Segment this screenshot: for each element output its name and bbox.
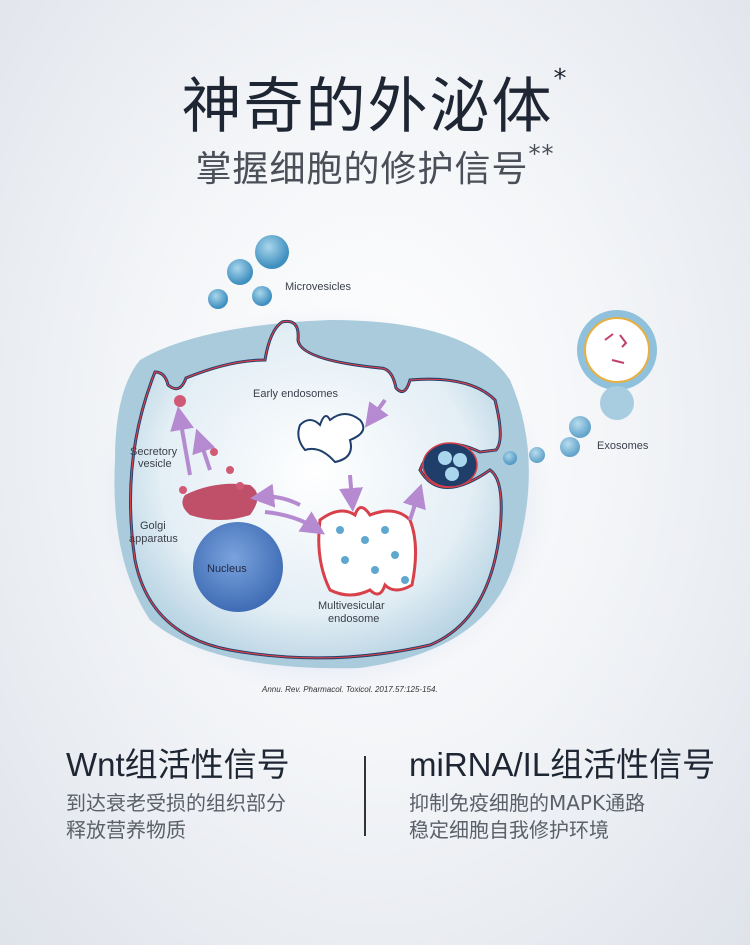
exosome-cell-diagram: Microvesicles Early endosomes Secretory … — [95, 235, 657, 690]
nucleus — [193, 522, 283, 612]
exosomes — [503, 416, 591, 465]
mve-vesicles — [336, 526, 409, 584]
feature-mirna: miRNA/IL组活性信号 抑制免疫细胞的MAPK通路 稳定细胞自我修护环境 — [409, 738, 715, 844]
label-golgi: Golgi — [140, 520, 166, 532]
label-apparatus: apparatus — [129, 533, 178, 545]
label-secretory: Secretory — [130, 446, 178, 458]
page-subtitle: 掌握细胞的修护信号** — [0, 140, 750, 192]
label-multivesicular: Multivesicular — [318, 600, 385, 612]
column-divider — [364, 756, 366, 836]
feature-line: 释放营养物质 — [66, 818, 186, 842]
mvb-fusing — [422, 442, 478, 488]
multivesicular-endosome — [317, 506, 418, 597]
transport-arrows — [170, 398, 426, 535]
label-exosomes: Exosomes — [597, 440, 649, 452]
title-text: 神奇的外泌体 — [181, 72, 554, 142]
feature-line: 抑制免疫细胞的MAPK通路 — [409, 791, 646, 815]
label-vesicle: vesicle — [138, 458, 172, 470]
title-footnote-mark: * — [553, 64, 569, 94]
subtitle-footnote-mark: ** — [528, 140, 555, 168]
feature-wnt: Wnt组活性信号 到达衰老受损的组织部分 释放营养物质 — [66, 738, 290, 844]
page-title: 神奇的外泌体* — [0, 58, 750, 145]
early-endosome — [297, 413, 365, 464]
golgi-apparatus — [182, 483, 258, 520]
feature-heading: miRNA/IL组活性信号 — [409, 746, 716, 783]
feature-line: 到达衰老受损的组织部分 — [66, 791, 286, 815]
label-endosome: endosome — [328, 613, 379, 625]
label-early-endosomes: Early endosomes — [253, 388, 338, 400]
microvesicles — [208, 235, 289, 309]
subtitle-text: 掌握细胞的修护信号 — [195, 149, 529, 190]
label-microvesicles: Microvesicles — [285, 281, 352, 293]
cell-membrane-inner — [129, 320, 502, 659]
feature-line: 稳定细胞自我修护环境 — [409, 818, 609, 842]
citation: Annu. Rev. Pharmacol. Toxicol. 2017.57:1… — [262, 685, 438, 694]
label-nucleus: Nucleus — [207, 563, 247, 575]
exosome-large — [577, 310, 657, 420]
feature-heading: Wnt组活性信号 — [66, 746, 290, 783]
